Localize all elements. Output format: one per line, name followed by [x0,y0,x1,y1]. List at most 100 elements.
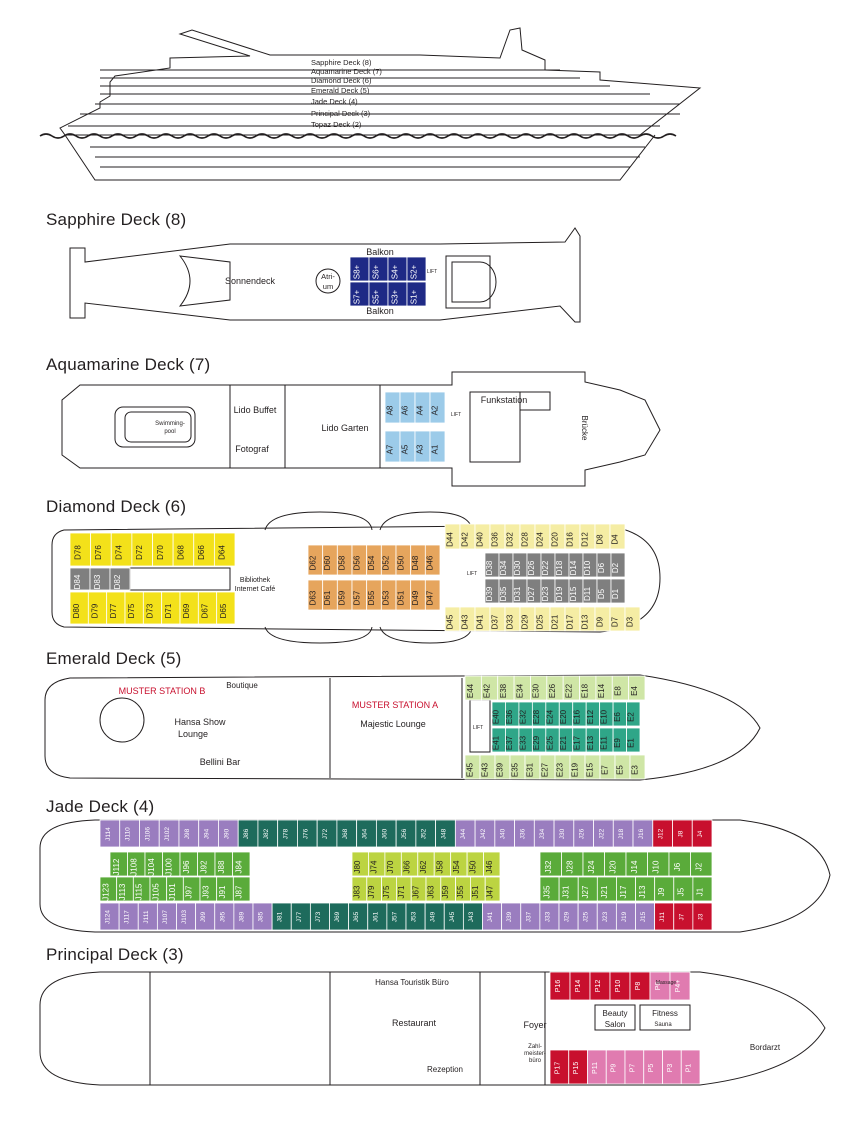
cabin-p17[interactable]: P17 [549,1049,570,1085]
cabin-j34[interactable]: J34 [533,819,555,848]
cabin-j1[interactable]: J1 [692,876,713,902]
cabin-j105[interactable]: J105 [149,876,168,902]
cabin-e22[interactable]: E22 [562,675,580,701]
cabin-d29[interactable]: D29 [519,606,536,632]
cabin-e20[interactable]: E20 [558,701,574,727]
cabin-p12[interactable]: P12 [589,971,611,1001]
cabin-d72[interactable]: D72 [131,532,153,567]
cabin-d62[interactable]: D62 [307,544,324,576]
cabin-j66[interactable]: J66 [400,851,419,877]
cabin-j88[interactable]: J88 [214,851,233,877]
cabin-d83[interactable]: D83 [89,567,111,591]
cabin-e4[interactable]: E4 [628,675,646,701]
cabin-e15[interactable]: E15 [584,754,601,780]
cabin-e1[interactable]: E1 [626,727,641,753]
cabin-e35[interactable]: E35 [509,754,526,780]
cabin-e19[interactable]: E19 [569,754,586,780]
cabin-j78[interactable]: J78 [277,819,298,848]
cabin-j124[interactable]: J124 [99,902,120,931]
cabin-j59[interactable]: J59 [440,876,456,902]
cabin-e9[interactable]: E9 [612,727,627,753]
cabin-d71[interactable]: D71 [161,591,181,625]
cabin-d52[interactable]: D52 [380,544,397,576]
cabin-e45[interactable]: E45 [464,754,481,780]
cabin-d6[interactable]: D6 [596,552,612,578]
cabin-d69[interactable]: D69 [179,591,199,625]
cabin-j77[interactable]: J77 [290,902,311,931]
cabin-d53[interactable]: D53 [380,579,397,611]
cabin-a1[interactable]: A1 [429,430,446,463]
cabin-j71[interactable]: J71 [395,876,412,902]
cabin-j82[interactable]: J82 [257,819,279,848]
cabin-d68[interactable]: D68 [172,532,195,567]
cabin-j117[interactable]: J117 [118,902,139,931]
cabin-d41[interactable]: D41 [474,606,491,632]
cabin-e33[interactable]: E33 [518,727,533,753]
cabin-d51[interactable]: D51 [395,579,412,611]
cabin-a4[interactable]: A4 [414,391,431,424]
cabin-e34[interactable]: E34 [513,675,531,701]
cabin-d54[interactable]: D54 [366,544,382,576]
cabin-d50[interactable]: D50 [395,544,412,576]
cabin-j50[interactable]: J50 [466,851,484,877]
cabin-a2[interactable]: A2 [429,391,446,424]
cabin-e42[interactable]: E42 [480,675,499,701]
cabin-j16[interactable]: J16 [632,819,654,848]
cabin-j30[interactable]: J30 [553,819,575,848]
cabin-j72[interactable]: J72 [316,819,338,848]
cabin-d73[interactable]: D73 [142,591,163,625]
cabin-a8[interactable]: A8 [384,391,401,424]
cabin-d28[interactable]: D28 [519,523,536,550]
cabin-d19[interactable]: D19 [554,578,570,604]
cabin-d66[interactable]: D66 [193,532,215,567]
cabin-j67[interactable]: J67 [410,876,427,902]
cabin-j27[interactable]: J27 [577,876,598,902]
cabin-j28[interactable]: J28 [561,851,584,877]
cabin-j89[interactable]: J89 [233,902,254,931]
cabin-p10[interactable]: P10 [609,971,631,1001]
cabin-j9[interactable]: J9 [654,876,675,902]
cabin-j13[interactable]: J13 [635,876,656,902]
cabin-d9[interactable]: D9 [594,606,611,632]
cabin-p9[interactable]: P9 [605,1049,626,1085]
cabin-e6[interactable]: E6 [612,701,627,727]
cabin-j86[interactable]: J86 [237,819,259,848]
cabin-j52[interactable]: J52 [415,819,437,848]
cabin-p6[interactable]: P6 [649,971,671,1001]
cabin-j79[interactable]: J79 [366,876,382,902]
cabin-d42[interactable]: D42 [459,523,476,550]
cabin-e25[interactable]: E25 [545,727,560,753]
cabin-j108[interactable]: J108 [127,851,146,877]
cabin-d13[interactable]: D13 [579,606,596,632]
cabin-d15[interactable]: D15 [568,578,584,604]
cabin-j33[interactable]: J33 [539,902,560,931]
cabin-j7[interactable]: J7 [673,902,694,931]
cabin-p3[interactable]: P3 [662,1049,682,1085]
cabin-s6-plus[interactable]: S6+ [368,256,389,282]
cabin-d27[interactable]: D27 [526,578,542,604]
cabin-d34[interactable]: D34 [498,552,514,578]
cabin-d55[interactable]: D55 [366,579,382,611]
cabin-j92[interactable]: J92 [197,851,216,877]
cabin-j6[interactable]: J6 [668,851,691,877]
cabin-d45[interactable]: D45 [444,606,461,632]
cabin-j114[interactable]: J114 [99,819,121,848]
cabin-d65[interactable]: D65 [216,591,236,625]
cabin-j22[interactable]: J22 [593,819,614,848]
cabin-d44[interactable]: D44 [444,523,461,550]
cabin-j75[interactable]: J75 [381,876,397,902]
cabin-e11[interactable]: E11 [599,727,614,753]
cabin-d74[interactable]: D74 [110,532,133,567]
cabin-d77[interactable]: D77 [106,591,126,625]
cabin-j20[interactable]: J20 [604,851,627,877]
cabin-j101[interactable]: J101 [166,876,184,902]
cabin-p7[interactable]: P7 [624,1049,645,1085]
cabin-d64[interactable]: D64 [213,532,236,567]
cabin-e16[interactable]: E16 [572,701,587,727]
cabin-s5-plus[interactable]: S5+ [368,281,389,307]
cabin-e24[interactable]: E24 [545,701,560,727]
cabin-e43[interactable]: E43 [479,754,496,780]
cabin-j48[interactable]: J48 [435,819,456,848]
cabin-p4-plus[interactable]: P4+ [669,971,691,1001]
cabin-e2[interactable]: E2 [626,701,641,727]
